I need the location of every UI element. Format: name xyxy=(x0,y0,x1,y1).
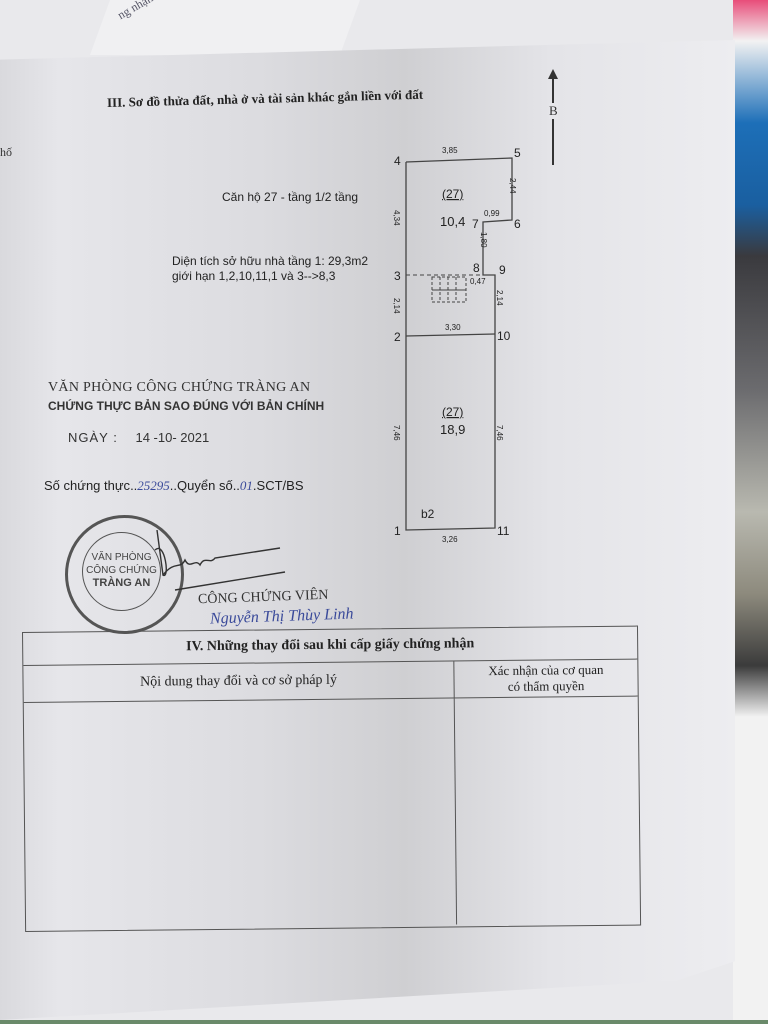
point-7: 7 xyxy=(472,217,479,231)
changes-table-header: Nội dung thay đổi và cơ sở pháp lý Xác n… xyxy=(23,659,638,703)
dim-3-2: 2,14 xyxy=(392,298,401,314)
dim-middle: 3,30 xyxy=(445,323,461,332)
change-content-cell xyxy=(23,698,458,929)
book-value: 01 xyxy=(239,478,253,493)
certification-number-line: Số chứng thực..25295..Quyển số..01.SCT/B… xyxy=(44,478,304,493)
cert-no-value: 25295 xyxy=(137,478,170,493)
bottom-edge xyxy=(0,1020,768,1024)
room-upper-area: 10,4 xyxy=(440,214,465,229)
dim-7-8: 1,80 xyxy=(479,232,488,248)
point-4: 4 xyxy=(394,154,401,168)
north-arrow-icon xyxy=(548,69,558,165)
seal-line-3: TRÀNG AN xyxy=(92,577,151,589)
point-2: 2 xyxy=(394,330,401,344)
certification-block: VĂN PHÒNG CÔNG CHỨNG TRÀNG AN CHỨNG THỰC… xyxy=(48,380,324,413)
dim-5-6: 2,44 xyxy=(508,178,517,194)
changes-table: IV. Những thay đổi sau khi cấp giấy chứn… xyxy=(22,625,642,932)
header-authority-confirmation: Xác nhận của cơ quan có thẩm quyền xyxy=(454,660,637,698)
dim-7-6: 0,99 xyxy=(484,209,500,218)
header-change-content: Nội dung thay đổi và cơ sở pháp lý xyxy=(23,661,455,702)
dim-4-3: 4,34 xyxy=(392,210,401,226)
notary-seal: VĂN PHÒNG CÔNG CHỨNG TRÀNG AN xyxy=(65,515,184,634)
dim-top: 3,85 xyxy=(442,146,458,155)
notary-office-name: VĂN PHÒNG CÔNG CHỨNG TRÀNG AN xyxy=(48,380,311,395)
point-11: 11 xyxy=(497,524,510,538)
date-label: NGÀY : xyxy=(68,430,118,445)
certification-date: NGÀY : 14 -10- 2021 xyxy=(68,430,209,445)
header-authority-line-2: có thẩm quyền xyxy=(507,678,585,694)
book-suffix: SCT/BS xyxy=(256,478,304,493)
dim-8-9: 0,47 xyxy=(470,277,486,286)
certification-statement: CHỨNG THỰC BẢN SAO ĐÚNG VỚI BẢN CHÍNH xyxy=(48,399,325,413)
seal-line-1: VĂN PHÒNG xyxy=(91,552,152,563)
authority-confirmation-cell xyxy=(455,697,640,925)
dim-2-1: 7,46 xyxy=(392,425,401,441)
left-fragment-text: hố xyxy=(0,145,12,159)
point-9: 9 xyxy=(499,263,506,277)
point-5: 5 xyxy=(514,146,521,160)
seal-line-2: CÔNG CHỨNG xyxy=(86,565,157,576)
room-lower-area: 18,9 xyxy=(440,422,465,437)
point-1: 1 xyxy=(394,524,401,538)
point-8: 8 xyxy=(473,261,480,275)
floor-plan: 3,85 4 5 6 7 8 9 3 2 10 1 11 0,99 0,47 3… xyxy=(392,146,521,544)
apartment-label: Căn hộ 27 - tầng 1/2 tầng xyxy=(222,190,359,204)
room-upper-id: (27) xyxy=(442,187,463,201)
dim-bottom: 3,26 xyxy=(442,535,458,544)
header-authority-line-1: Xác nhận của cơ quan xyxy=(488,661,604,679)
signature-icon xyxy=(154,530,286,591)
seal-center: VĂN PHÒNG CÔNG CHỨNG TRÀNG AN xyxy=(82,532,161,611)
cert-no-label: Số chứng thực xyxy=(44,478,131,493)
desk-background xyxy=(733,0,768,1024)
point-10: 10 xyxy=(497,329,511,343)
dim-9-10: 2,14 xyxy=(495,290,504,306)
book-label: Quyển số xyxy=(177,478,233,493)
point-3: 3 xyxy=(394,269,401,283)
room-lower-id: (27) xyxy=(442,405,463,419)
marker-b2: b2 xyxy=(421,507,435,521)
date-value: 14 -10- 2021 xyxy=(135,430,210,445)
dim-10-11: 7,46 xyxy=(495,425,504,441)
changes-table-body xyxy=(23,697,640,929)
point-6: 6 xyxy=(514,217,521,231)
north-label: B xyxy=(549,103,558,119)
area-text: Diện tích sở hữu nhà tầng 1: 29,3m2 giới… xyxy=(172,254,369,283)
